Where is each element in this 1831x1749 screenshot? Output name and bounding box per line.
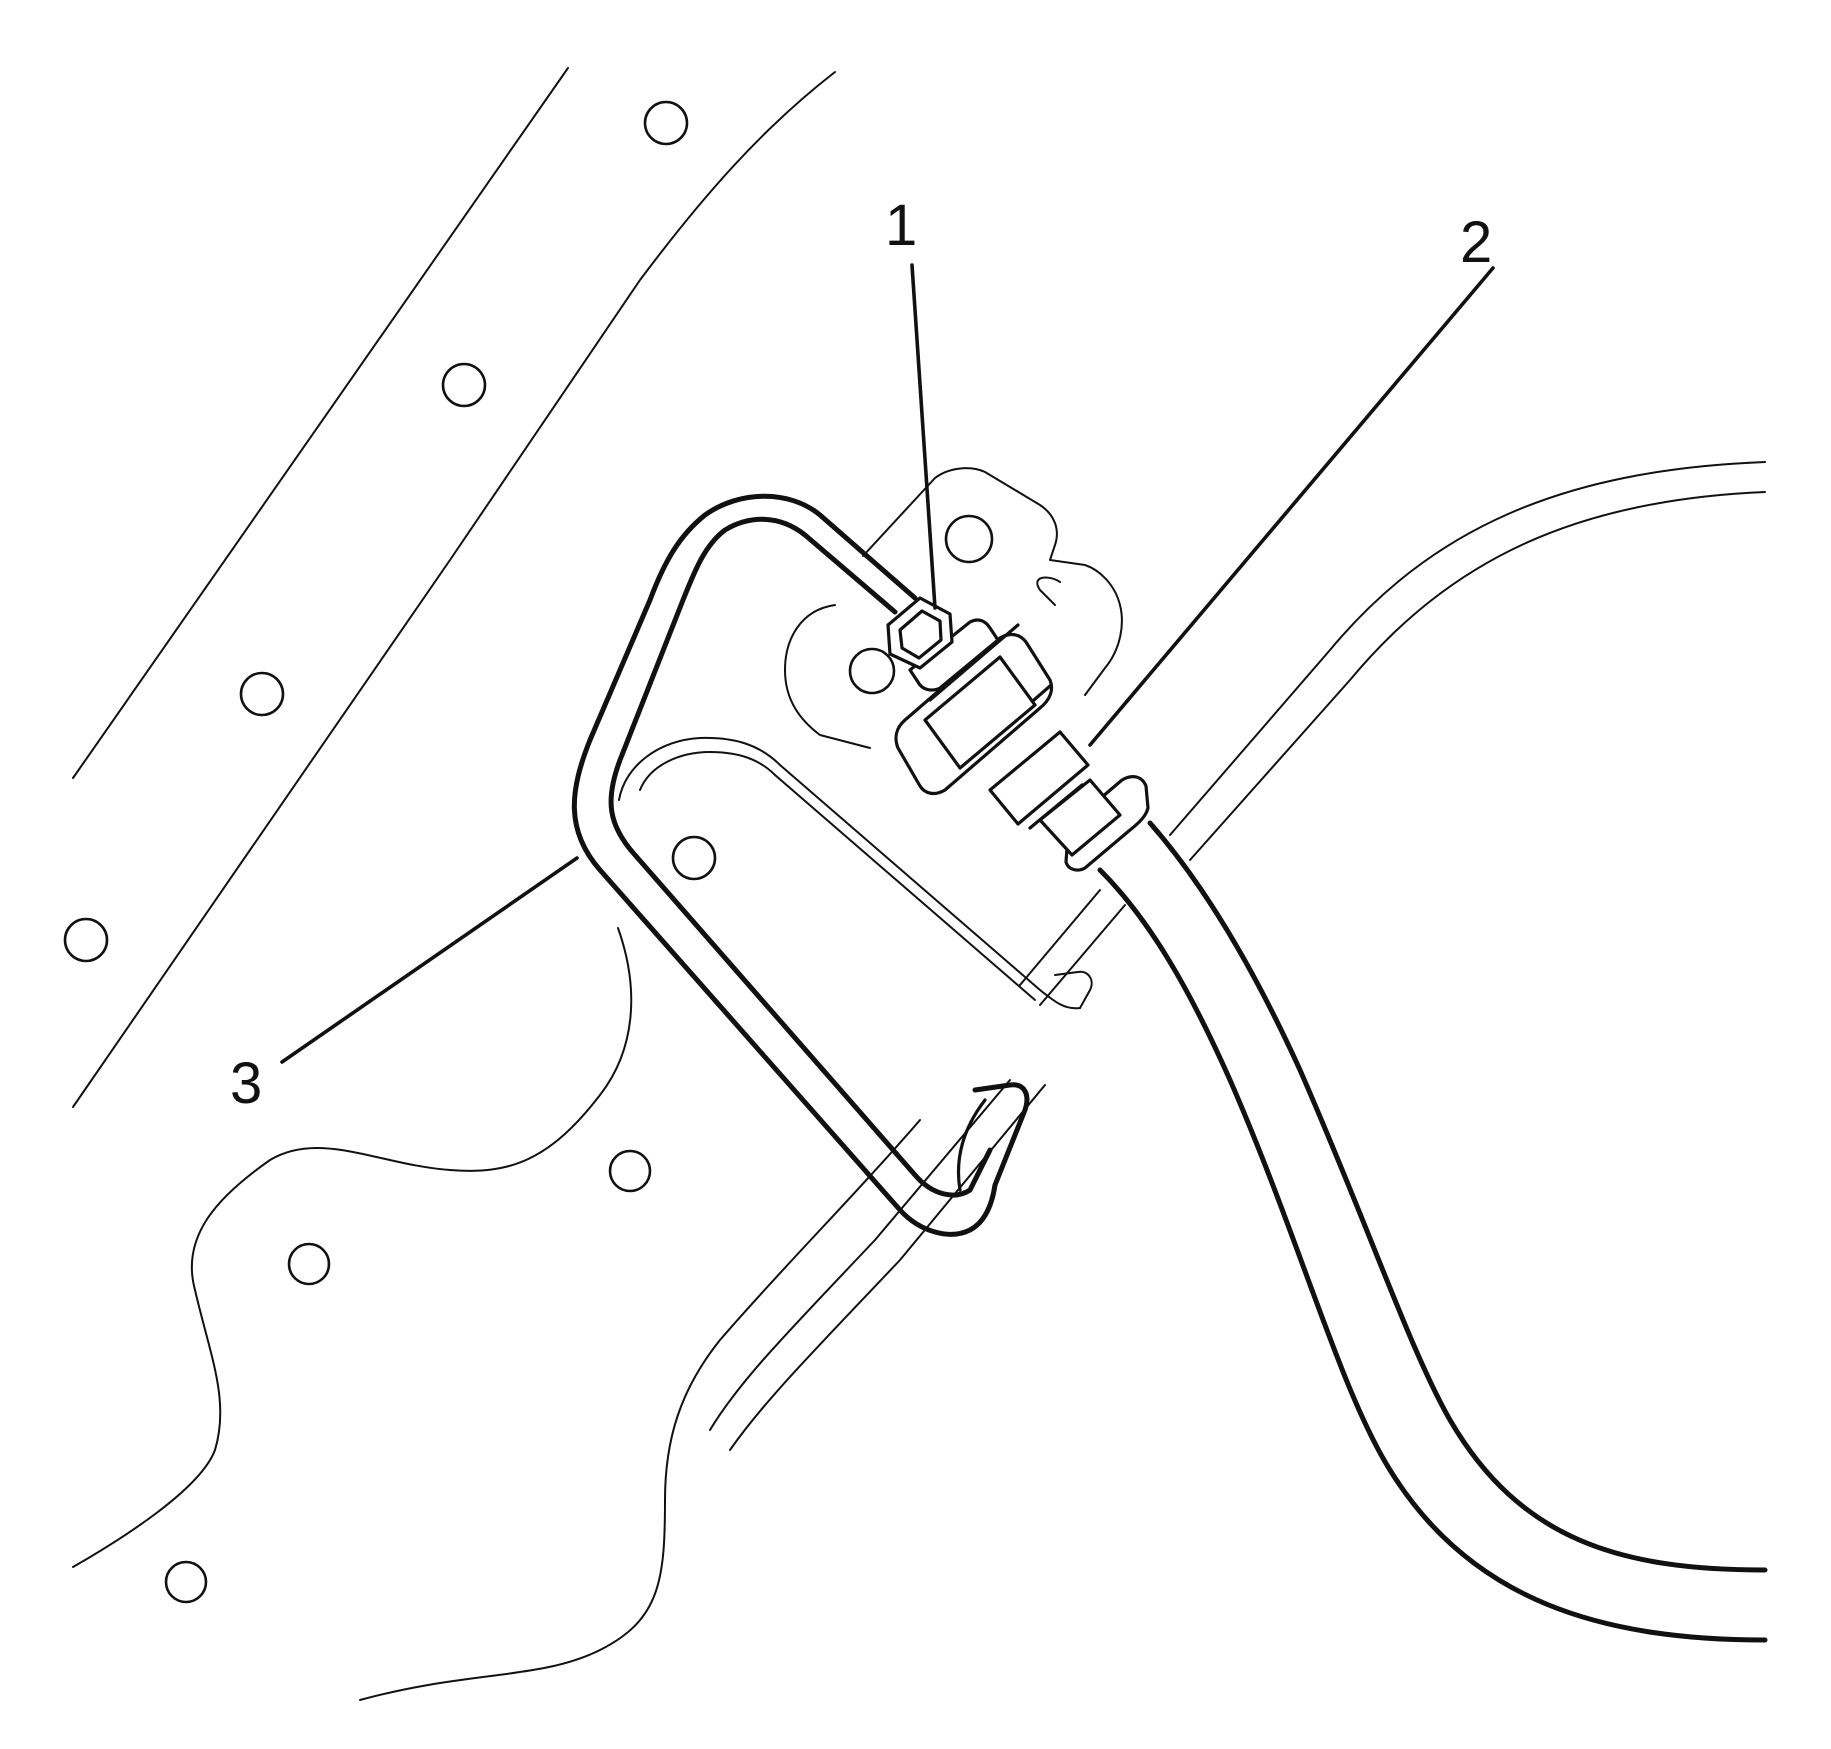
- callout-labels: 1 2 3: [230, 193, 1492, 1116]
- flange-edge-inner: [72, 71, 836, 1108]
- floor-panel: [72, 927, 921, 1701]
- floor-panel-edge-lower: [359, 1119, 921, 1701]
- rail-edge-a: [1169, 461, 1766, 836]
- rivet-hole: [63, 917, 109, 963]
- callout-label-3: 3: [230, 1051, 262, 1116]
- cable-edge-upper: [1147, 820, 1768, 1573]
- bracket-bolt-hole: [944, 514, 994, 564]
- housing-hole: [671, 835, 717, 881]
- bracket-plate-outline: [862, 467, 1123, 696]
- rivet-hole: [287, 1242, 331, 1286]
- rivet-hole: [239, 671, 285, 717]
- rail-edge-b: [1189, 491, 1766, 861]
- rivet-hole: [608, 1149, 652, 1193]
- cable-edge-lower: [1097, 867, 1768, 1643]
- body-panel-flange: [72, 67, 836, 1108]
- retaining-clip: [571, 493, 1030, 1237]
- housing-tab: [1054, 970, 1093, 1009]
- cable-fitting: [988, 730, 1150, 872]
- retaining-nut: [886, 596, 954, 670]
- rivet-hole: [643, 100, 689, 146]
- clip-wire-inner: [608, 516, 993, 1198]
- rivet-hole: [441, 362, 487, 408]
- rail-edge-f: [729, 1084, 1046, 1451]
- grommet-inner: [923, 655, 1037, 770]
- clip-wire-outer: [571, 493, 1030, 1237]
- leader-line-2: [1088, 266, 1495, 747]
- body-rail: [709, 461, 1766, 1451]
- rail-edge-d: [1039, 904, 1126, 1006]
- callout-leaders: [280, 263, 1495, 1064]
- floor-panel-holes: [164, 1149, 652, 1604]
- nut-inner: [898, 609, 943, 660]
- housing-inner-edge: [639, 751, 1036, 1001]
- bracket-bolt-hole: [848, 647, 896, 695]
- cable-end-sleeve: [988, 730, 1090, 826]
- callout-label-2: 2: [1460, 210, 1492, 275]
- rail-edge-e: [709, 1079, 1011, 1431]
- flange-edge-outer: [72, 67, 569, 779]
- clip-hook-tip: [956, 1098, 987, 1192]
- grommet-small: [908, 618, 1000, 692]
- floor-panel-edge-upper: [72, 927, 633, 1568]
- bracket-lower-flange: [784, 604, 871, 749]
- leader-line-3: [280, 856, 579, 1064]
- callout-label-1: 1: [885, 193, 917, 258]
- rail-edge-c: [1019, 889, 1101, 986]
- brake-cable: [1097, 820, 1768, 1643]
- bracket-hook: [1036, 576, 1061, 606]
- leader-line-1: [910, 263, 937, 610]
- rivet-hole: [164, 1560, 208, 1604]
- housing-outline: [618, 736, 1081, 1010]
- housing-panel: [618, 736, 1093, 1010]
- flange-rivet-holes: [63, 100, 689, 963]
- mounting-bracket: [784, 467, 1123, 749]
